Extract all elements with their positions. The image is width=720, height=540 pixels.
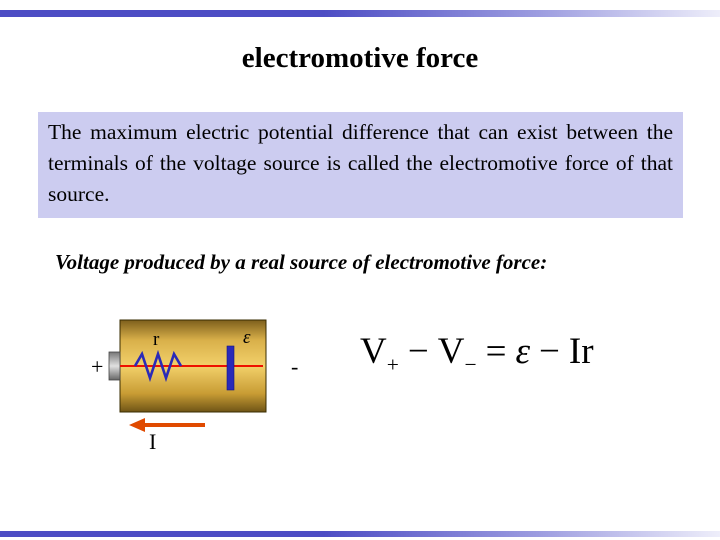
battery-terminal <box>108 351 121 381</box>
internal-resistance-label: r <box>153 329 160 350</box>
eq-epsilon: ε <box>515 331 531 372</box>
eq-minus2: − <box>539 331 560 372</box>
emf-equation: V+−V−=ε−Ir <box>360 330 594 377</box>
current-arrow-head <box>129 418 145 432</box>
slide-title: electromotive force <box>241 42 479 74</box>
current-arrow <box>129 418 205 432</box>
plus-terminal-label: + <box>91 354 103 379</box>
eq-equals: = <box>485 331 507 372</box>
eq-ir: Ir <box>568 331 594 372</box>
definition-box: The maximum electric potential differenc… <box>38 112 683 218</box>
current-label: I <box>149 429 156 452</box>
definition-text: The maximum electric potential differenc… <box>48 120 673 206</box>
subtitle-text: Voltage produced by a real source of ele… <box>55 250 548 274</box>
top-gradient-bar <box>0 10 720 17</box>
eq-v2-sub: − <box>464 352 477 377</box>
emf-cell-bar <box>226 345 235 391</box>
eq-v2: V <box>437 331 465 372</box>
bottom-gradient-bar <box>0 531 720 537</box>
resistor-zigzag <box>133 349 183 383</box>
eq-minus1: − <box>407 331 429 372</box>
eq-v1-sub: + <box>386 352 399 377</box>
battery-circuit-diagram: + r ε - I <box>91 319 298 452</box>
eq-v1: V <box>360 331 387 372</box>
emf-label: ε <box>243 327 251 348</box>
minus-terminal-label: - <box>291 354 298 379</box>
